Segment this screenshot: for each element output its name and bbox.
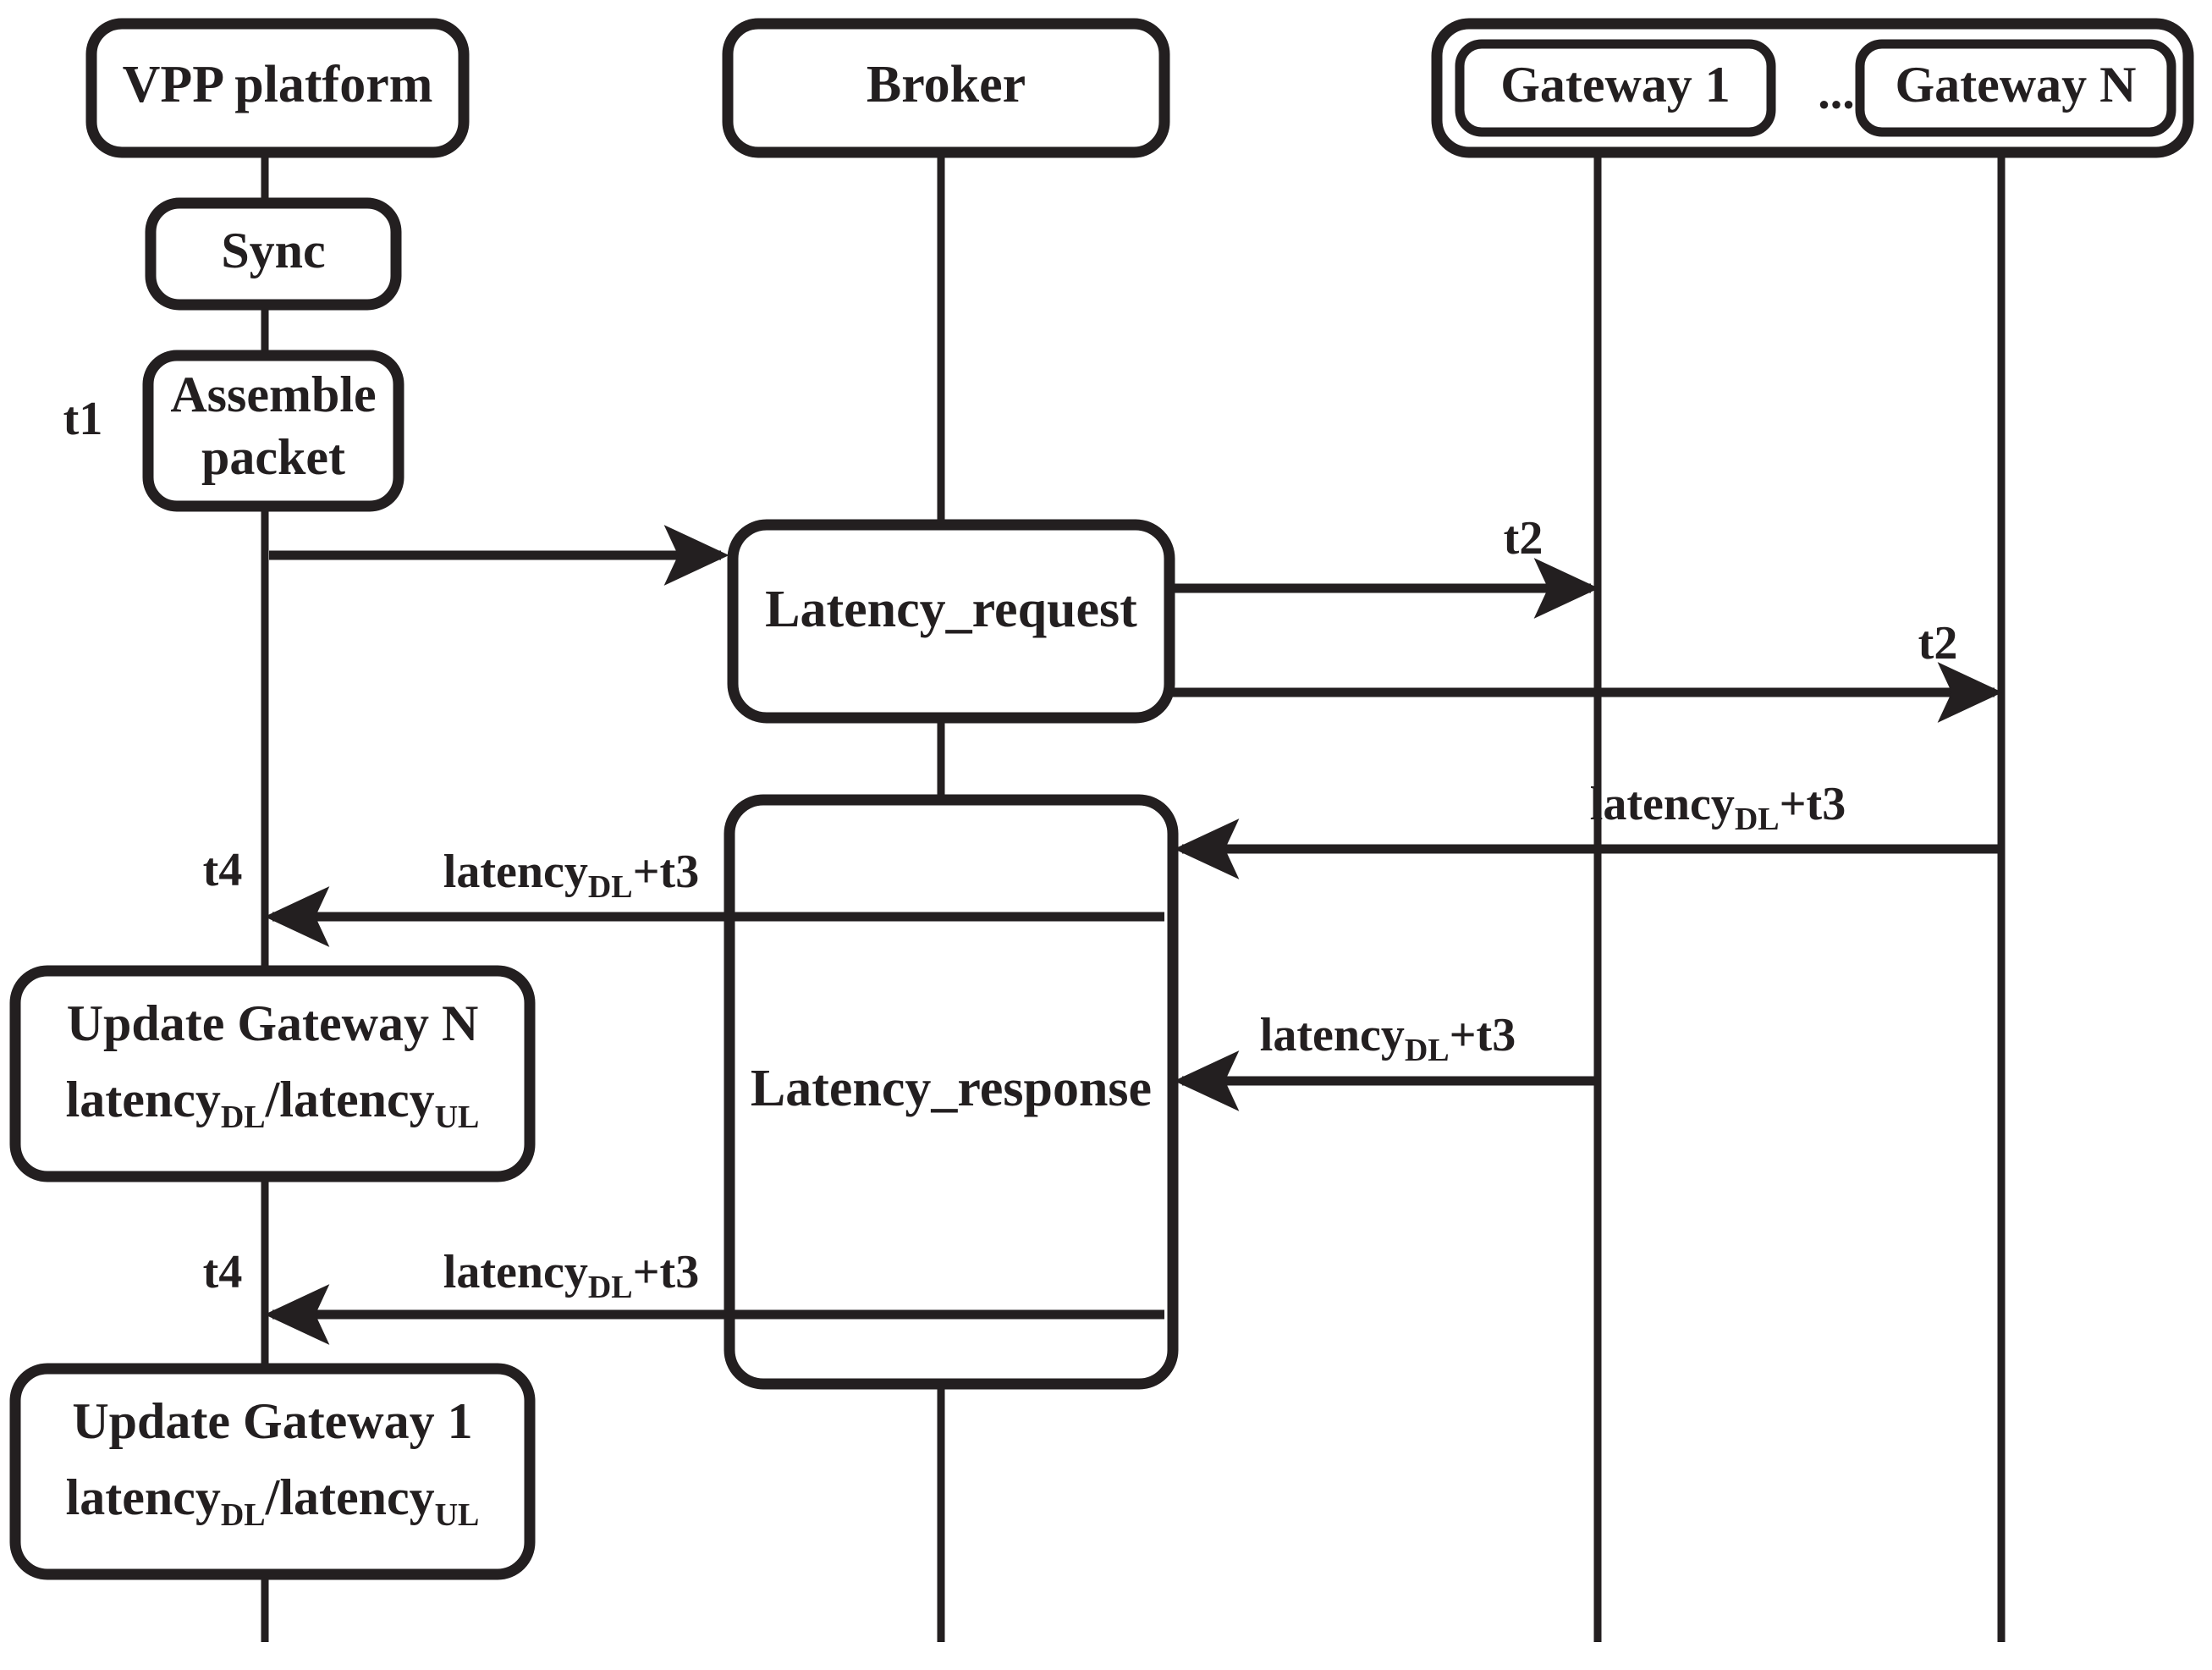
label-sub-ul: UL [435,1100,480,1135]
activation-label-assemble-line1: Assemble [170,367,376,422]
label-sub-dl: DL [221,1497,266,1533]
activation-box-sync[interactable] [145,197,402,311]
activation-box-latency-response[interactable] [724,794,1179,1390]
activation-box-update-gateway-n[interactable] [9,965,536,1182]
activation-label-update-gateway-n-line1: Update Gateway N [67,995,479,1051]
time-marker-t1: t1 [63,393,103,445]
label-latency-word: latency [1260,1009,1405,1061]
label-latency-word: latency [1590,778,1735,830]
time-marker-t2-gateway-n: t2 [1918,617,1958,670]
label-slash-latency: /latency [265,1469,435,1525]
participant-box-gateway-1[interactable] [1455,39,1776,137]
activation-label-sync: Sync [221,223,325,278]
label-plus-t3: +t3 [1780,778,1846,830]
gateway-ellipsis: ... [1818,63,1855,118]
activation-box-update-gateway-1[interactable] [9,1363,536,1580]
label-latency-word: latency [66,1072,221,1127]
participant-box-vpp[interactable] [85,18,470,158]
participant-box-broker[interactable] [722,18,1170,158]
label-latency-word: latency [443,846,588,898]
label-plus-t3: +t3 [1450,1009,1516,1061]
label-slash-latency: /latency [265,1072,435,1127]
label-plus-t3: +t3 [633,846,700,898]
activation-label-update-gateway-1-line2: latencyDL/latencyUL [66,1469,480,1533]
message-label-latency-dl-t3-gateway-n: latencyDL+t3 [1590,778,1846,837]
message-label-latency-dl-t3-broker-second: latencyDL+t3 [443,1246,699,1305]
label-sub-dl: DL [221,1100,266,1135]
message-label-latency-dl-t3-broker-first: latencyDL+t3 [443,846,699,905]
activation-label-latency-response: Latency_response [751,1060,1152,1117]
label-sub-dl: DL [1405,1033,1450,1068]
activation-box-latency-request[interactable] [727,519,1175,724]
participant-label-broker: Broker [867,56,1026,113]
time-marker-t4-first: t4 [203,844,243,896]
activation-label-update-gateway-n-line2: latencyDL/latencyUL [66,1072,480,1135]
activation-label-latency-request: Latency_request [765,581,1137,638]
participant-label-vpp: VPP platform [123,56,433,113]
participant-box-gateway-n[interactable] [1855,39,2176,137]
activation-label-assemble-line2: packet [201,429,345,485]
label-sub-dl: DL [588,1270,633,1305]
activation-label-update-gateway-1-line1: Update Gateway 1 [72,1393,472,1449]
participant-label-gateway-n: Gateway N [1896,57,2137,113]
label-sub-dl: DL [1735,802,1780,837]
time-marker-t4-second: t4 [203,1246,243,1298]
label-plus-t3: +t3 [633,1246,700,1298]
label-latency-word: latency [443,1246,588,1298]
label-latency-word: latency [66,1469,221,1525]
label-sub-dl: DL [588,869,633,905]
label-sub-ul: UL [435,1497,480,1533]
participant-label-gateway-1: Gateway 1 [1500,57,1731,113]
activation-box-assemble-packet[interactable] [142,350,404,512]
time-marker-t2-gateway-1: t2 [1504,512,1543,565]
message-label-latency-dl-t3-gateway-1: latencyDL+t3 [1260,1009,1516,1068]
